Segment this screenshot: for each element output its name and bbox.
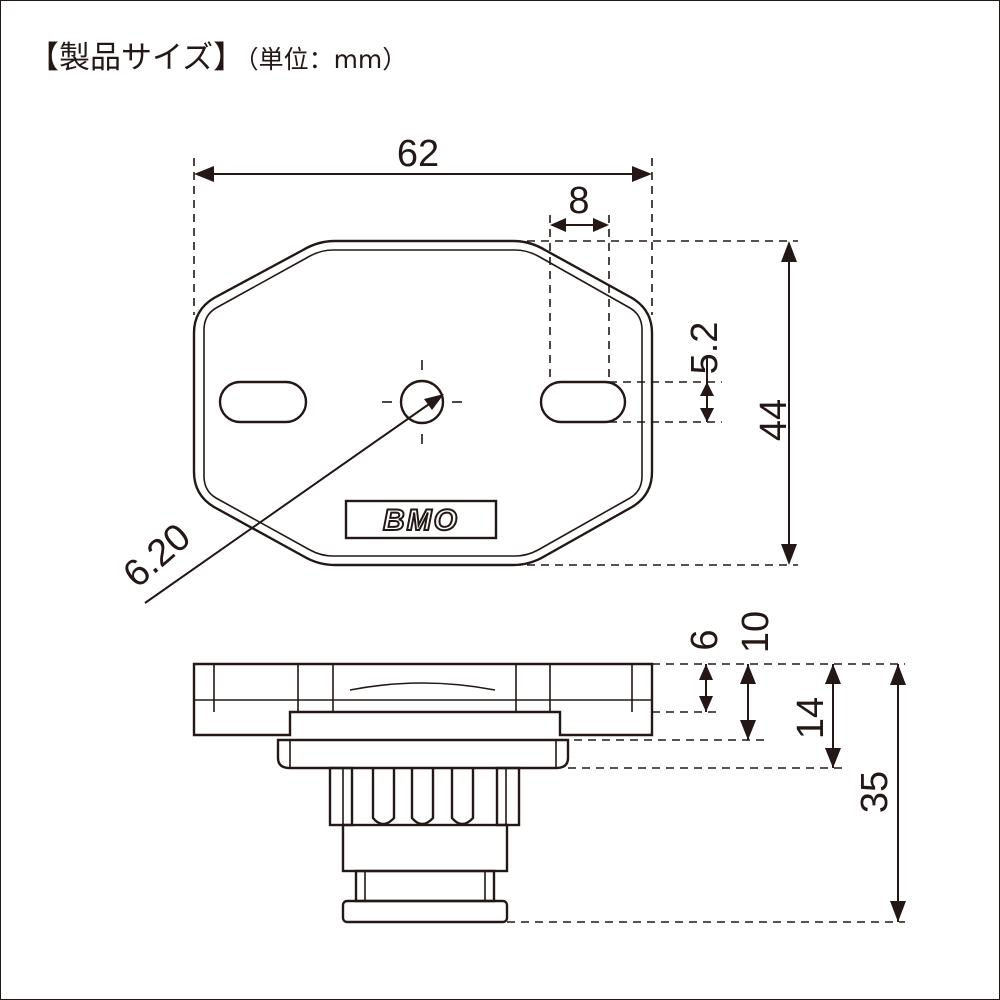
bmo-logo: BMO [344, 499, 498, 540]
right-slot [539, 380, 627, 424]
title-main: 【製品サイズ】 [28, 40, 245, 76]
dim-slot-length-8: 8 [568, 180, 589, 222]
title-unit: （単位：mm） [246, 45, 408, 74]
bmo-logo-text: BMO [383, 504, 459, 537]
side-view: 6 10 14 35 [192, 611, 906, 924]
center-hole [399, 379, 445, 425]
page-title: 【製品サイズ】（単位：mm） [28, 32, 407, 77]
left-slot [218, 380, 308, 424]
dim-hole-diameter-6-20: 6.20 [115, 516, 198, 596]
dim-width-62: 62 [397, 133, 439, 175]
dim-side-10: 10 [735, 611, 777, 653]
dim-slot-width-5-2: 5.2 [684, 322, 726, 375]
side-neck [354, 869, 496, 903]
dim-side-14: 14 [790, 697, 832, 739]
dim-height-44: 44 [753, 399, 795, 441]
plate-inner-outline [203, 249, 643, 557]
side-base [341, 899, 509, 924]
dim-side-35: 35 [854, 771, 896, 813]
side-body [276, 738, 570, 770]
center-crosshair [382, 360, 462, 444]
side-shaft [341, 823, 509, 873]
side-flange [192, 662, 654, 737]
top-view: BMO 62 8 5.2 44 6.20 [115, 133, 798, 604]
dim-side-6: 6 [684, 629, 726, 650]
